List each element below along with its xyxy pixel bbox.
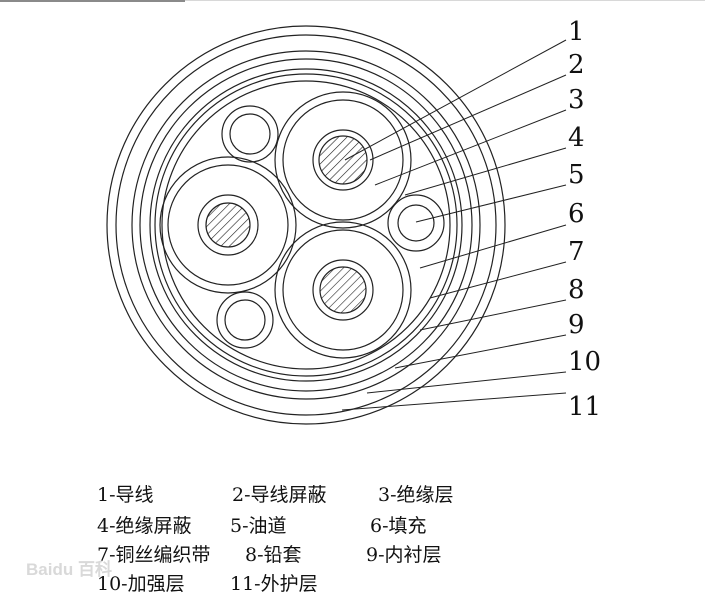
watermark: Baidu 百科 [26,555,112,580]
legend-item-6: 6-填充 [370,515,427,537]
legend-item-5: 5-油道 [230,515,287,537]
legend-item-2: 2-导线屏蔽 [232,484,327,506]
callout-1: 1 [568,17,585,47]
leader-lines [341,39,567,411]
core-bottom [274,221,412,359]
top-border-light [185,0,705,1]
legend: 1-导线 2-导线屏蔽 3-绝缘层 4-绝缘屏蔽 5-油道 6-填充 7-铜丝编… [0,476,705,606]
callout-4: 4 [568,123,585,153]
legend-item-1: 1-导线 [97,484,154,506]
top-border [0,0,185,2]
outer-sheath-ring [106,25,506,425]
legend-item-10: 10-加强层 [97,573,185,595]
outer-layers [106,25,506,425]
callout-9: 9 [568,310,585,340]
legend-item-4: 4-绝缘屏蔽 [97,515,192,537]
core-top [274,91,412,229]
oil-ducts [216,105,445,349]
core-left [159,156,297,294]
lead-sheath-ring [139,58,473,392]
callout-numbers: 1 2 3 4 5 6 7 8 9 10 11 [568,17,601,422]
cable-cross-section-diagram: 1 2 3 4 5 6 7 8 9 10 11 [106,17,601,425]
legend-item-8: 8-铅套 [245,544,302,566]
callout-2: 2 [568,50,585,80]
callout-7: 7 [568,237,585,267]
legend-item-11: 11-外护层 [230,573,318,595]
legend-item-3: 3-绝缘层 [378,484,454,506]
copper-tape-ring-b [154,73,458,377]
callout-3: 3 [568,85,585,115]
callout-5: 5 [568,160,585,190]
callout-6: 6 [568,199,585,229]
callout-8: 8 [568,275,585,305]
filler-ring [161,80,451,370]
reinforcement-ring [115,34,497,416]
copper-tape-ring-a [149,68,463,382]
legend-item-9: 9-内衬层 [366,544,442,566]
callout-10: 10 [568,347,601,377]
inner-liner-ring [131,50,481,400]
watermark-text: Baidu 百科 [26,560,112,579]
callout-11: 11 [568,392,601,422]
legend-item-7: 7-铜丝编织带 [97,544,211,566]
